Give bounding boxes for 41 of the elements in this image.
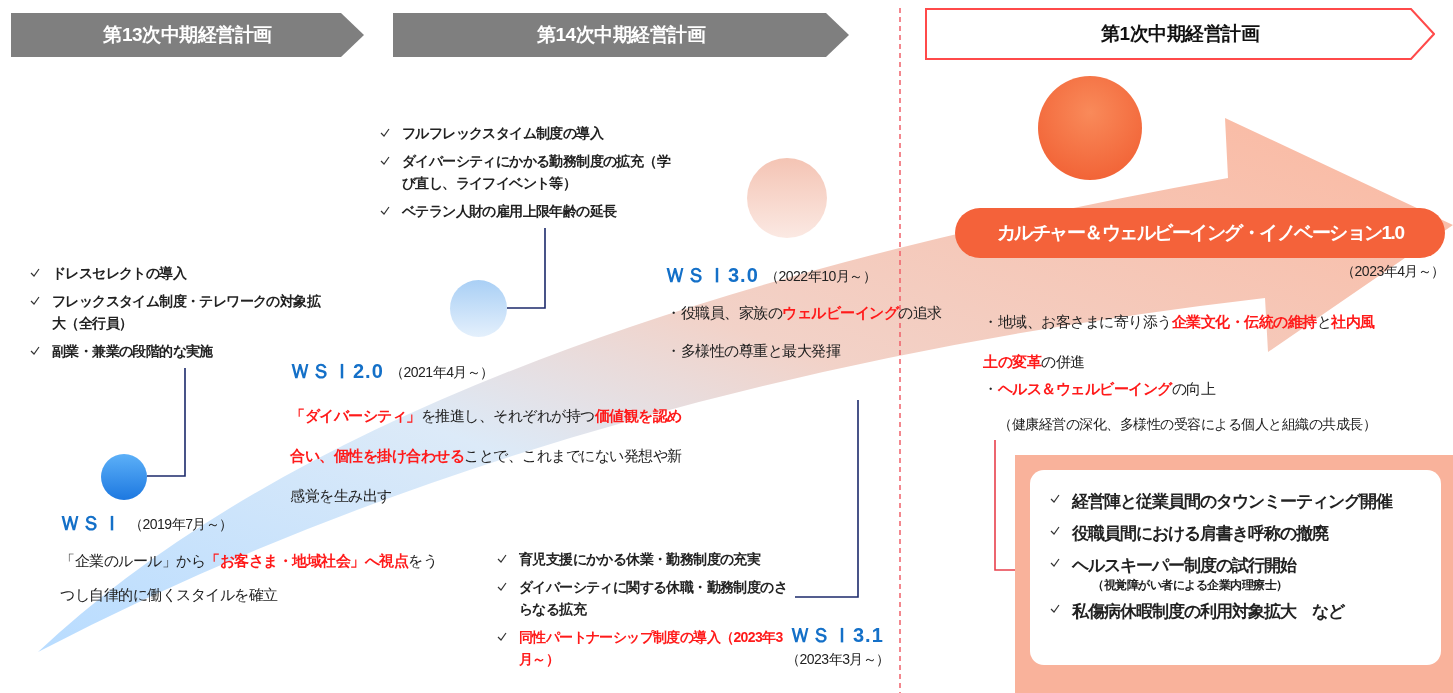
- description-text: 「ダイバーシティ」を推進し、それぞれが持つ価値観を認め合い、個性を掛け合わせることで、これまでにない発想や新感覚を生み出す: [290, 406, 683, 506]
- note-text: （健康経営の深化、多様性の受容による個人と組織の共成長）: [998, 416, 1376, 434]
- leader-line: [506, 227, 546, 309]
- date-text: （2023年4月～）: [1341, 263, 1445, 281]
- list-item: 同性パートナーシップ制度の導入（2023年3月～）: [519, 628, 784, 669]
- program-title: ＷＳＩ3.1: [790, 623, 884, 648]
- date-text: （2023年3月～）: [786, 651, 890, 669]
- list-item: 副業・兼業の段階的な実施: [52, 342, 213, 361]
- date-text: （2019年7月～）: [129, 516, 233, 534]
- list-item: ベテラン人財の雇用上限年齢の延長: [402, 202, 617, 221]
- phase-banner: 第14次中期経営計画: [392, 12, 850, 58]
- note-text: （視覚障がい者による企業内理療士）: [1092, 577, 1289, 594]
- list-item: ダイバーシティに関する休職・勤務制度のさらなる拡充: [519, 578, 788, 619]
- list-item: 育児支援にかかる休業・勤務制度の充実: [519, 550, 761, 569]
- list-item: 役職員間における肩書き呼称の撤廃: [1072, 523, 1328, 545]
- program-title: ＷＳＩ: [60, 511, 123, 536]
- circle-marker: [450, 280, 507, 337]
- circle-marker: [101, 454, 147, 500]
- leader-line: [794, 399, 859, 598]
- program-title: ＷＳＩ2.0: [290, 359, 384, 384]
- highlight-box: [1015, 455, 1453, 693]
- initiative-pill: カルチャー＆ウェルビーイング・イノベーション1.0: [955, 208, 1445, 258]
- bullet-text: ・多様性の尊重と最大発揮: [666, 342, 840, 361]
- date-text: （2021年4月～）: [390, 364, 494, 382]
- list-item: ダイバーシティにかかる勤務制度の拡充（学び直し、ライフイベント等）: [402, 152, 672, 193]
- program-title: ＷＳＩ3.0: [665, 263, 759, 288]
- list-item: ヘルスキーパー制度の試行開始: [1072, 555, 1296, 577]
- list-item: ドレスセレクトの導入: [52, 264, 186, 283]
- description-text: 「企業のルール」から「お客さま・地域社会」へ視点をうつし自律的に働くスタイルを確立: [60, 551, 438, 605]
- phase-banner: 第13次中期経営計画: [10, 12, 365, 58]
- leader-line: [146, 367, 186, 477]
- bullet-text: ・ヘルス＆ウェルビーイングの向上: [983, 380, 1215, 399]
- list-item: フレックスタイム制度・テレワークの対象拡大（全行員）: [52, 292, 322, 333]
- list-item: フルフレックスタイム制度の導入: [402, 124, 603, 143]
- date-text: （2022年10月～）: [765, 268, 877, 286]
- phase-banner: 第1次中期経営計画: [925, 8, 1435, 60]
- bullet-text: ・役職員、家族のウェルビーイングの追求: [666, 304, 942, 323]
- leader-line: [994, 439, 1016, 571]
- bullet-text: ・地域、お客さまに寄り添う企業文化・伝統の維持と社内風土の変革の併進: [983, 312, 1376, 372]
- list-item: 経営陣と従業員間のタウンミーティング開催: [1072, 491, 1392, 513]
- list-item: 私傷病休暇制度の利用対象拡大 など: [1072, 601, 1344, 623]
